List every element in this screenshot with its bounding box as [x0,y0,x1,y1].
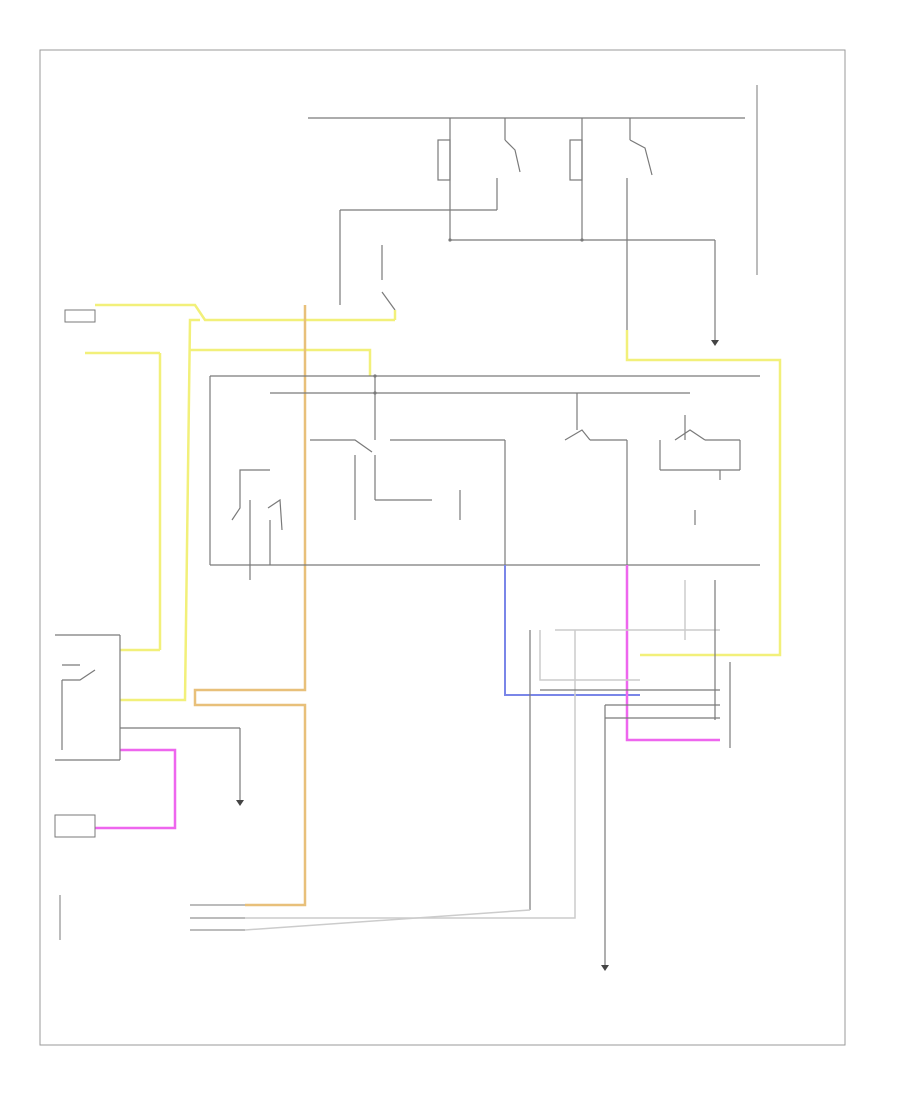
bottom-left-connector [59,895,245,940]
left-sensor-box [64,309,96,323]
ground-icon [236,800,244,806]
right-connector [529,580,731,965]
bottom-left-white-wire [244,909,531,931]
diagram-frame [39,49,846,1046]
switch-assembly [209,375,760,566]
left-relay-block [55,634,241,800]
orange-wire [193,305,307,907]
ground-icon [601,965,609,971]
node-switch-mid [373,391,377,395]
node-top-mid [580,238,584,242]
top-relay-area [308,117,745,330]
ground-icon [711,330,719,346]
white-wires [245,580,720,919]
node-switch-left [373,374,377,378]
node-top-left [448,238,452,242]
lower-left-box [54,814,96,838]
pink-wires [95,565,720,830]
yellow-wires [85,303,782,702]
blue-wire [504,565,640,696]
